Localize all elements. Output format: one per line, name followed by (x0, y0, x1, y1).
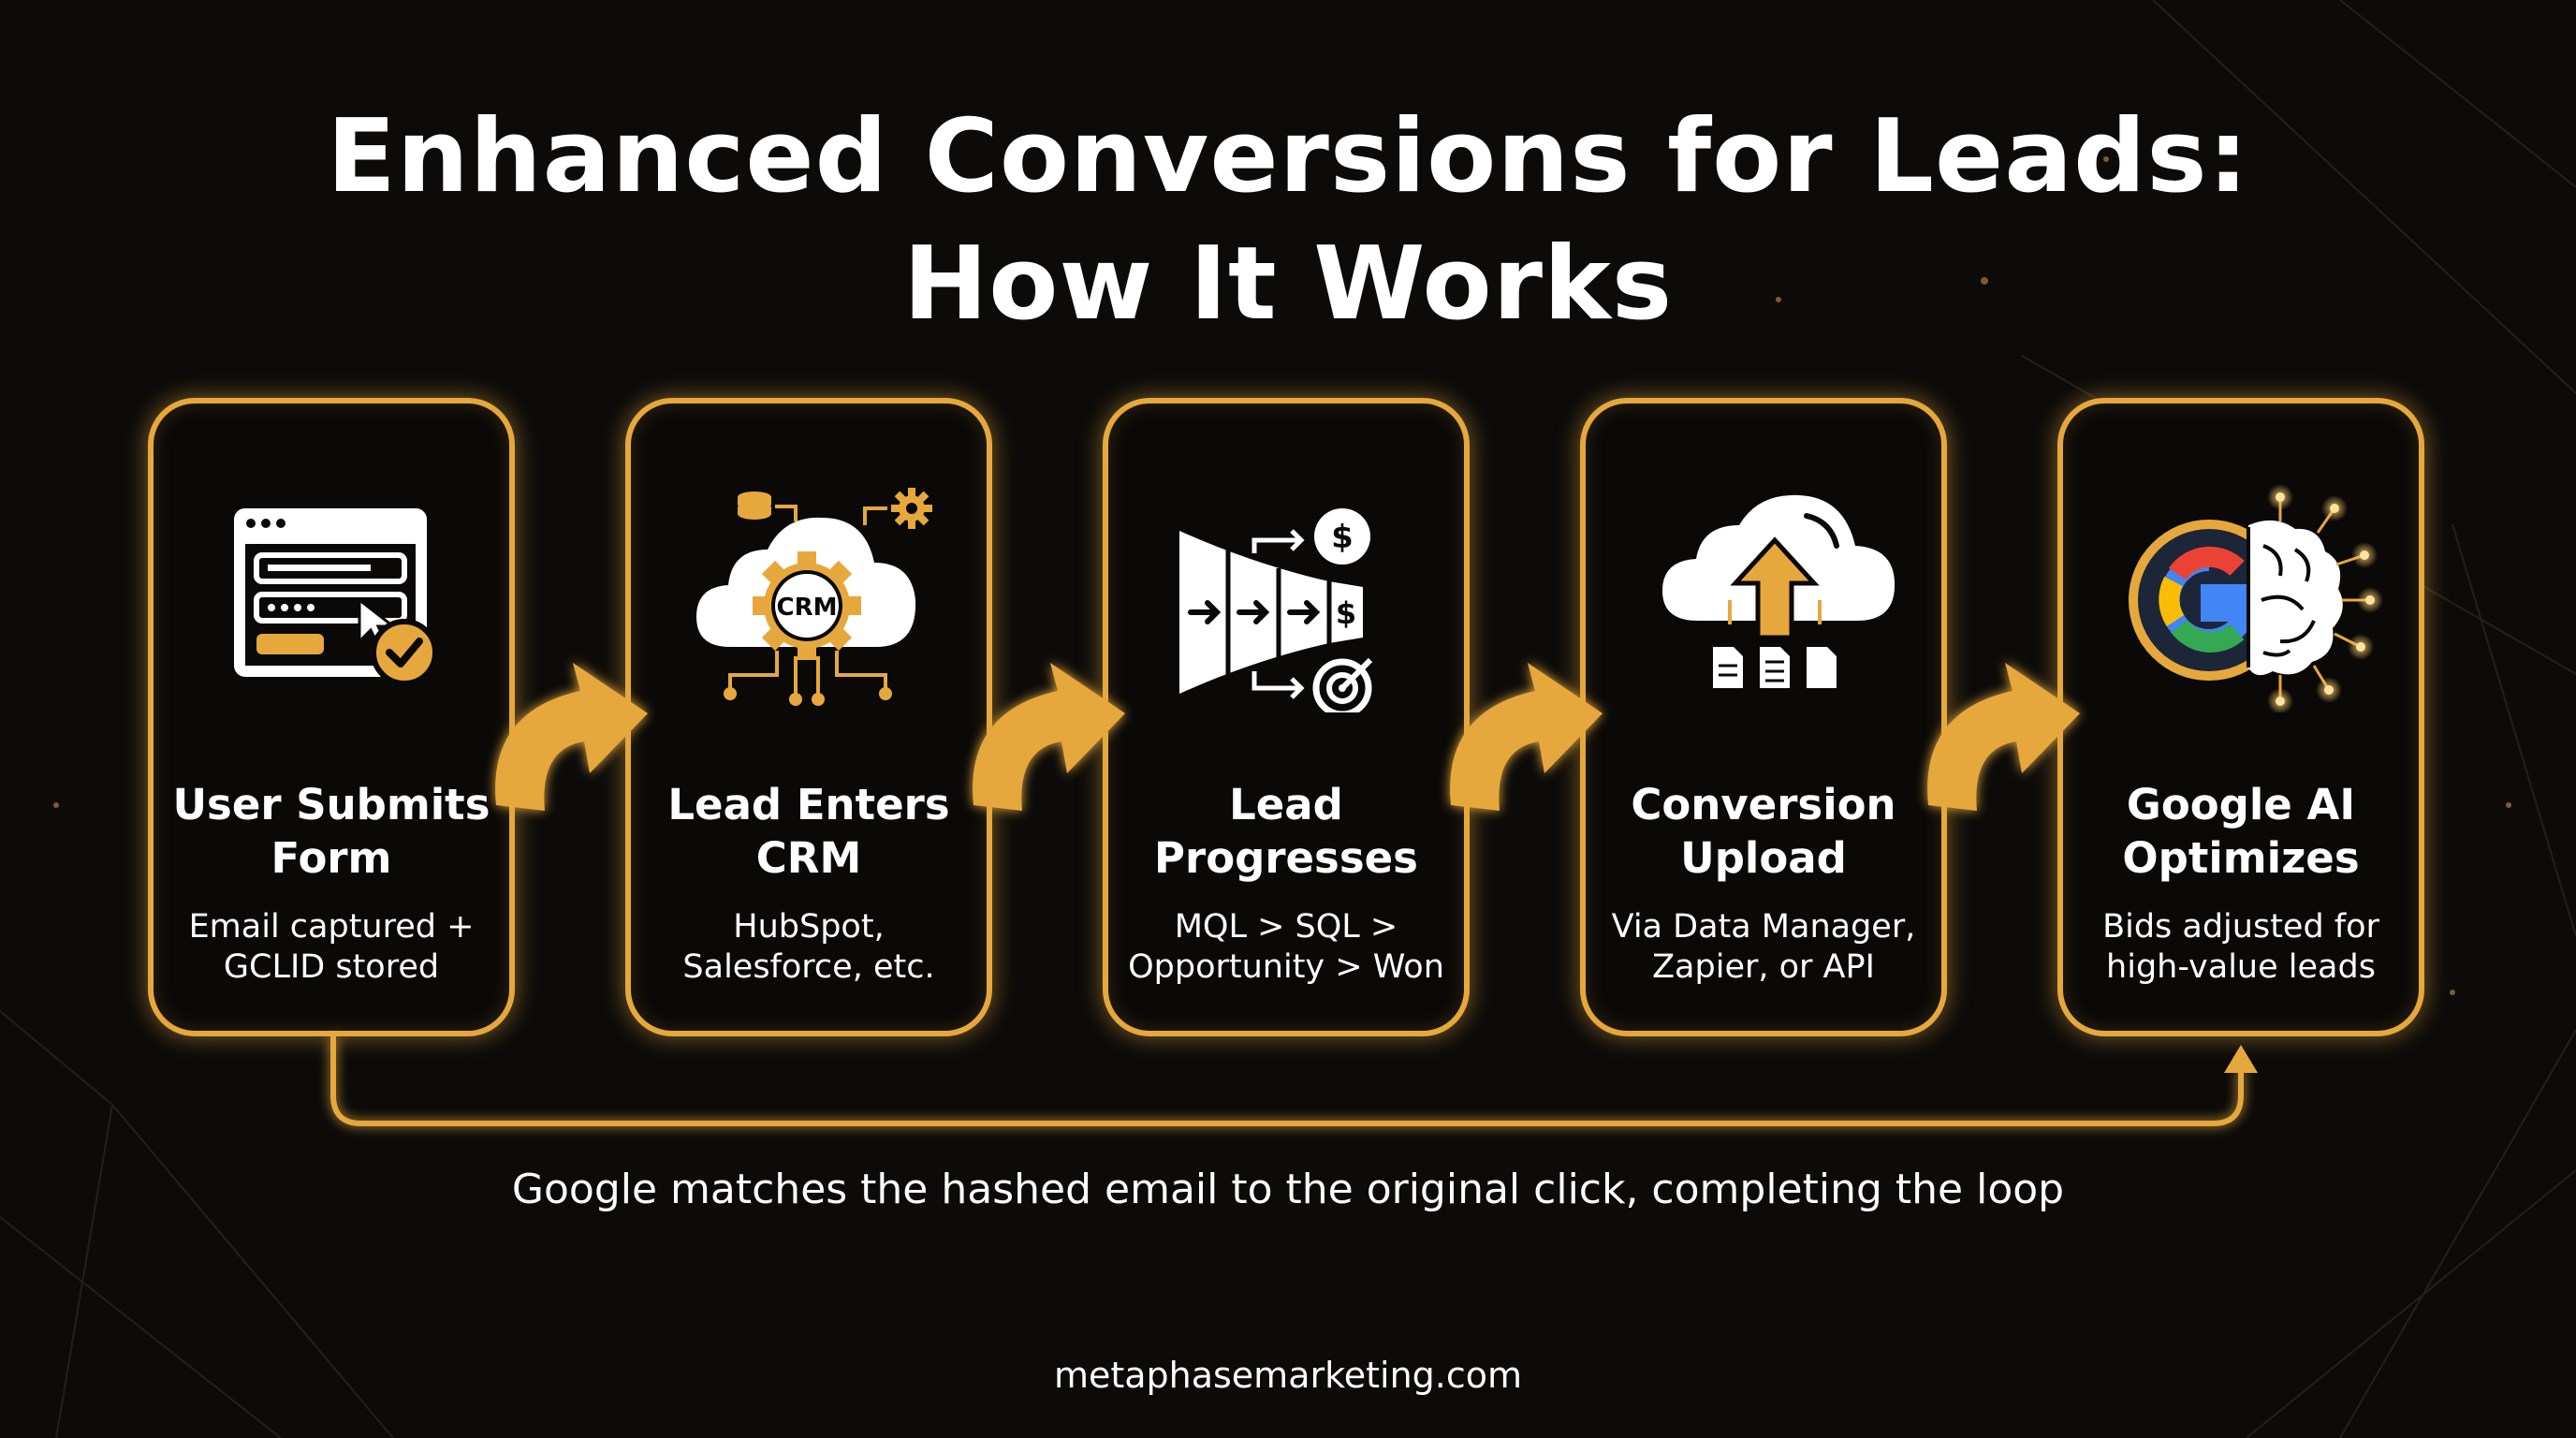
crm-cloud-icon: CRM (696, 488, 932, 706)
step-title-line-1: User Submits (172, 780, 490, 829)
step-desc-line-2: Opportunity > Won (1128, 948, 1444, 986)
step-title-line-2: Form (271, 833, 392, 883)
step-title: Lead Progresses (1108, 778, 1464, 885)
step-title-line-2: CRM (755, 833, 862, 883)
step-card-lead-progresses: $ $ Lead Progresses MQL > SQL > Opportun… (1103, 398, 1470, 1036)
step-desc-line-1: Bids adjusted for (2102, 908, 2379, 946)
step-description: MQL > SQL > Opportunity > Won (1108, 907, 1464, 988)
step-title-line-2: Progresses (1154, 833, 1418, 883)
google-ai-brain-icon (2129, 484, 2383, 712)
step-title-line-1: Google AI (2126, 780, 2356, 829)
step-card-lead-enters-crm: CRM Lead Enters CRM HubSpot, Salesforce,… (625, 398, 992, 1036)
step-title-line-2: Optimizes (2122, 833, 2360, 883)
step-desc-line-2: Zapier, or API (1652, 948, 1875, 986)
step-desc-line-1: MQL > SQL > (1174, 908, 1398, 946)
step-card-google-ai-optimizes: Google AI Optimizes Bids adjusted for hi… (2057, 398, 2424, 1036)
svg-text:$: $ (1336, 595, 1356, 631)
step-title-line-1: Lead (1229, 780, 1343, 829)
step-title: Google AI Optimizes (2063, 778, 2419, 885)
loop-caption: Google matches the hashed email to the o… (511, 1166, 2065, 1213)
step-desc-line-1: Email captured + (188, 908, 475, 946)
step-card-user-submits-form: User Submits Form Email captured + GCLID… (148, 398, 515, 1036)
step-description: Bids adjusted for high-value leads (2063, 907, 2419, 988)
funnel-icon: $ $ (1179, 508, 1373, 712)
title-line-2: How It Works (902, 226, 1674, 343)
step-title: Conversion Upload (1586, 778, 1941, 885)
crm-label: CRM (777, 594, 838, 622)
svg-text:$: $ (1331, 519, 1354, 556)
step-description: Via Data Manager, Zapier, or API (1586, 907, 1941, 988)
step-title-line-1: Lead Enters (667, 780, 950, 829)
step-title-line-1: Conversion (1631, 780, 1896, 829)
footer-url: metaphasemarketing.com (1053, 1355, 1523, 1396)
step-card-conversion-upload: Conversion Upload Via Data Manager, Zapi… (1580, 398, 1947, 1036)
step-title: Lead Enters CRM (631, 778, 987, 885)
step-description: Email captured + GCLID stored (154, 907, 509, 988)
step-desc-line-2: high-value leads (2106, 948, 2376, 986)
page-title: Enhanced Conversions for Leads: How It W… (0, 94, 2576, 348)
cloud-upload-icon (1662, 494, 1895, 688)
step-title: User Submits Form (154, 778, 509, 885)
step-title-line-2: Upload (1680, 833, 1847, 883)
step-description: HubSpot, Salesforce, etc. (631, 907, 987, 988)
step-desc-line-2: GCLID stored (223, 948, 440, 986)
step-desc-line-1: Via Data Manager, (1611, 908, 1916, 946)
step-desc-line-1: HubSpot, (733, 908, 885, 946)
step-desc-line-2: Salesforce, etc. (682, 948, 935, 986)
title-line-1: Enhanced Conversions for Leads: (327, 98, 2249, 215)
form-submit-icon (234, 508, 438, 686)
